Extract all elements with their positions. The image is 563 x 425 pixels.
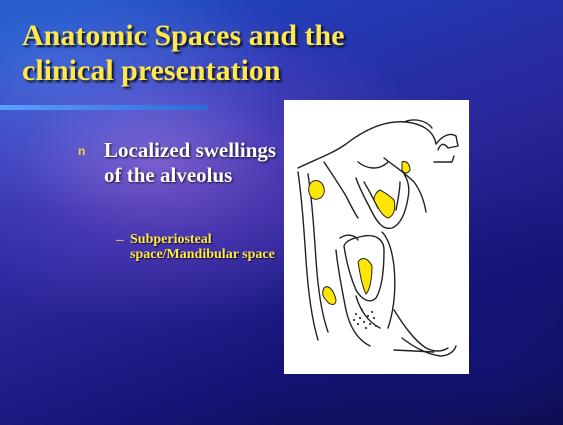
title-line-2: clinical presentation [22, 53, 462, 88]
slide-title: Anatomic Spaces and the clinical present… [22, 18, 462, 88]
bullet-marker-icon: n [78, 144, 85, 158]
bullet-text: Localized swellings of the alveolus [104, 138, 284, 188]
dental-anatomy-icon [284, 100, 469, 374]
dental-anatomy-figure [284, 100, 469, 374]
title-line-1: Anatomic Spaces and the [22, 18, 462, 53]
sub-bullet-dash: – [116, 232, 124, 249]
title-underline-rule [0, 105, 208, 110]
sub-bullet-text: Subperiosteal space/Mandibular space [130, 232, 290, 262]
